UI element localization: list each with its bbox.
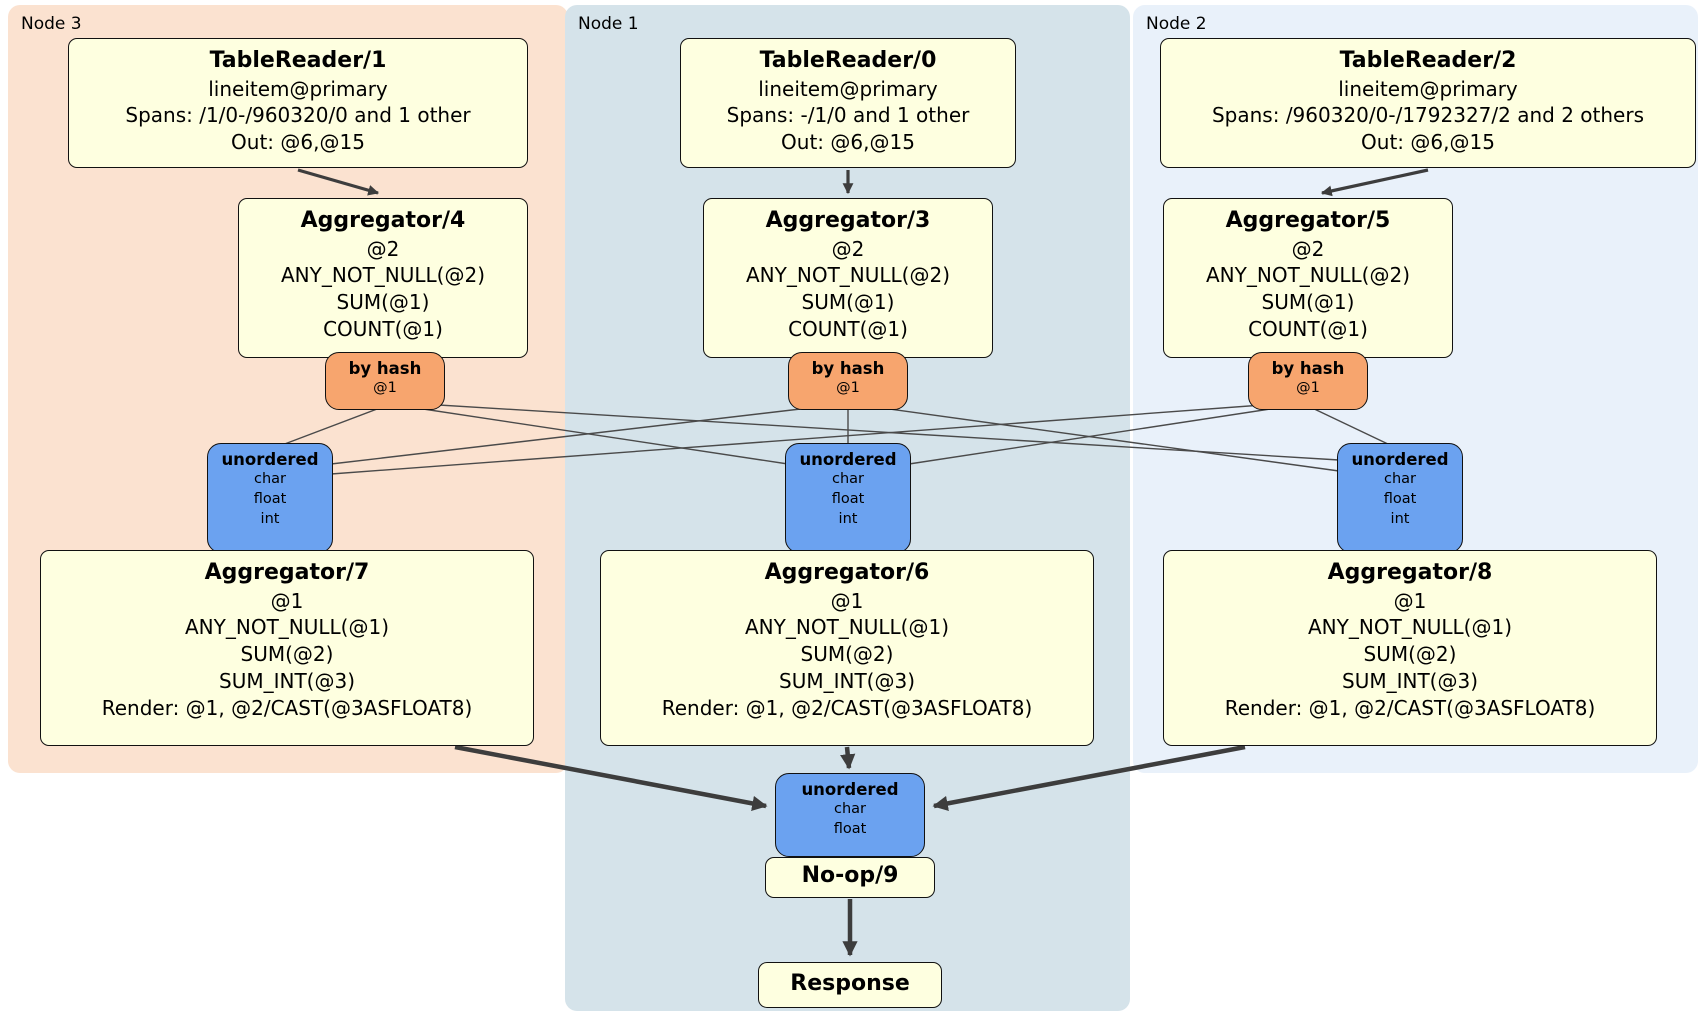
sync-type: char xyxy=(253,471,286,488)
node-title: TableReader/2 xyxy=(1339,48,1517,73)
node3-label: Node 3 xyxy=(21,14,82,34)
sync-unordered-node3: unordered char float int xyxy=(207,443,333,553)
hash-router-node1: by hash @1 xyxy=(788,352,908,410)
node-title: Aggregator/8 xyxy=(1327,560,1493,585)
node-detail: ANY_NOT_NULL(@1) xyxy=(1308,615,1512,640)
router-key: @1 xyxy=(373,380,397,397)
node-aggregator-6: Aggregator/6 @1 ANY_NOT_NULL(@1) SUM(@2)… xyxy=(600,550,1094,746)
node1-label: Node 1 xyxy=(578,14,639,34)
hash-router-node3: by hash @1 xyxy=(325,352,445,410)
node-title: Aggregator/4 xyxy=(300,208,466,233)
node-detail: SUM_INT(@3) xyxy=(1342,668,1478,693)
node-detail: ANY_NOT_NULL(@1) xyxy=(745,615,949,640)
node-title: Aggregator/5 xyxy=(1225,208,1391,233)
node-title: No-op/9 xyxy=(801,863,899,888)
router-key: @1 xyxy=(1296,380,1320,397)
node-detail: SUM(@2) xyxy=(240,642,334,667)
node-detail: SUM(@1) xyxy=(336,290,430,315)
node-detail: SUM(@1) xyxy=(801,290,895,315)
sync-type: char xyxy=(833,801,866,818)
node-detail: ANY_NOT_NULL(@1) xyxy=(185,615,389,640)
sync-type: int xyxy=(260,510,280,527)
node-title: Aggregator/3 xyxy=(765,208,931,233)
node-detail: COUNT(@1) xyxy=(788,316,908,341)
sync-unordered-node2: unordered char float int xyxy=(1337,443,1463,553)
sync-type: float xyxy=(1383,491,1417,507)
node-title: Response xyxy=(790,971,910,996)
node-detail: @2 xyxy=(831,236,865,261)
node-title: Aggregator/6 xyxy=(764,560,930,585)
node-detail: @2 xyxy=(366,236,400,261)
sync-type: float xyxy=(833,821,867,837)
node-aggregator-4: Aggregator/4 @2 ANY_NOT_NULL(@2) SUM(@1)… xyxy=(238,198,528,358)
node-response: Response xyxy=(758,962,942,1008)
node-aggregator-7: Aggregator/7 @1 ANY_NOT_NULL(@1) SUM(@2)… xyxy=(40,550,534,746)
sync-unordered-node1: unordered char float int xyxy=(785,443,911,553)
node-detail: SUM_INT(@3) xyxy=(219,668,355,693)
node-tablereader-1: TableReader/1 lineitem@primary Spans: /1… xyxy=(68,38,528,168)
node-detail: @1 xyxy=(830,588,864,613)
router-key: @1 xyxy=(836,380,860,397)
node-detail: Out: @6,@15 xyxy=(1361,130,1495,155)
node-detail: @1 xyxy=(1393,588,1427,613)
sync-type: int xyxy=(838,510,858,527)
node-noop-9: No-op/9 xyxy=(765,857,935,898)
sync-unordered-final: unordered char float xyxy=(775,773,925,857)
node-detail: Render: @1, @2/CAST(@3ASFLOAT8) xyxy=(661,695,1033,720)
sync-title: unordered xyxy=(799,450,897,469)
sync-type: char xyxy=(831,471,864,488)
node-detail: Render: @1, @2/CAST(@3ASFLOAT8) xyxy=(101,695,473,720)
node-tablereader-2: TableReader/2 lineitem@primary Spans: /9… xyxy=(1160,38,1696,168)
node-detail: COUNT(@1) xyxy=(1248,316,1368,341)
node-detail: lineitem@primary xyxy=(758,76,938,101)
node-title: TableReader/0 xyxy=(759,48,937,73)
node-detail: lineitem@primary xyxy=(208,76,388,101)
node-detail: Spans: /960320/0-/1792327/2 and 2 others xyxy=(1211,103,1644,128)
router-title: by hash xyxy=(1271,359,1345,378)
node-detail: SUM(@1) xyxy=(1261,290,1355,315)
node-detail: Spans: -/1/0 and 1 other xyxy=(726,103,970,128)
hash-router-node2: by hash @1 xyxy=(1248,352,1368,410)
sync-type: float xyxy=(253,491,287,507)
router-title: by hash xyxy=(811,359,885,378)
node-detail: SUM(@2) xyxy=(800,642,894,667)
sync-title: unordered xyxy=(221,450,319,469)
router-title: by hash xyxy=(348,359,422,378)
node-detail: ANY_NOT_NULL(@2) xyxy=(1206,263,1410,288)
node-title: Aggregator/7 xyxy=(204,560,370,585)
sync-type: int xyxy=(1390,510,1410,527)
node-aggregator-3: Aggregator/3 @2 ANY_NOT_NULL(@2) SUM(@1)… xyxy=(703,198,993,358)
sync-type: char xyxy=(1383,471,1416,488)
node-aggregator-5: Aggregator/5 @2 ANY_NOT_NULL(@2) SUM(@1)… xyxy=(1163,198,1453,358)
node-detail: @2 xyxy=(1291,236,1325,261)
node-detail: SUM_INT(@3) xyxy=(779,668,915,693)
node-detail: lineitem@primary xyxy=(1338,76,1518,101)
node-detail: Out: @6,@15 xyxy=(231,130,365,155)
node-aggregator-8: Aggregator/8 @1 ANY_NOT_NULL(@1) SUM(@2)… xyxy=(1163,550,1657,746)
node-title: TableReader/1 xyxy=(209,48,387,73)
node-detail: Render: @1, @2/CAST(@3ASFLOAT8) xyxy=(1224,695,1596,720)
sync-title: unordered xyxy=(1351,450,1449,469)
node-detail: SUM(@2) xyxy=(1363,642,1457,667)
node-detail: Out: @6,@15 xyxy=(781,130,915,155)
node-detail: COUNT(@1) xyxy=(323,316,443,341)
sync-type: float xyxy=(831,491,865,507)
node-detail: Spans: /1/0-/960320/0 and 1 other xyxy=(125,103,471,128)
node2-label: Node 2 xyxy=(1146,14,1207,34)
node-detail: ANY_NOT_NULL(@2) xyxy=(746,263,950,288)
node-detail: ANY_NOT_NULL(@2) xyxy=(281,263,485,288)
sync-title: unordered xyxy=(801,780,899,799)
node-detail: @1 xyxy=(270,588,304,613)
node-tablereader-0: TableReader/0 lineitem@primary Spans: -/… xyxy=(680,38,1016,168)
